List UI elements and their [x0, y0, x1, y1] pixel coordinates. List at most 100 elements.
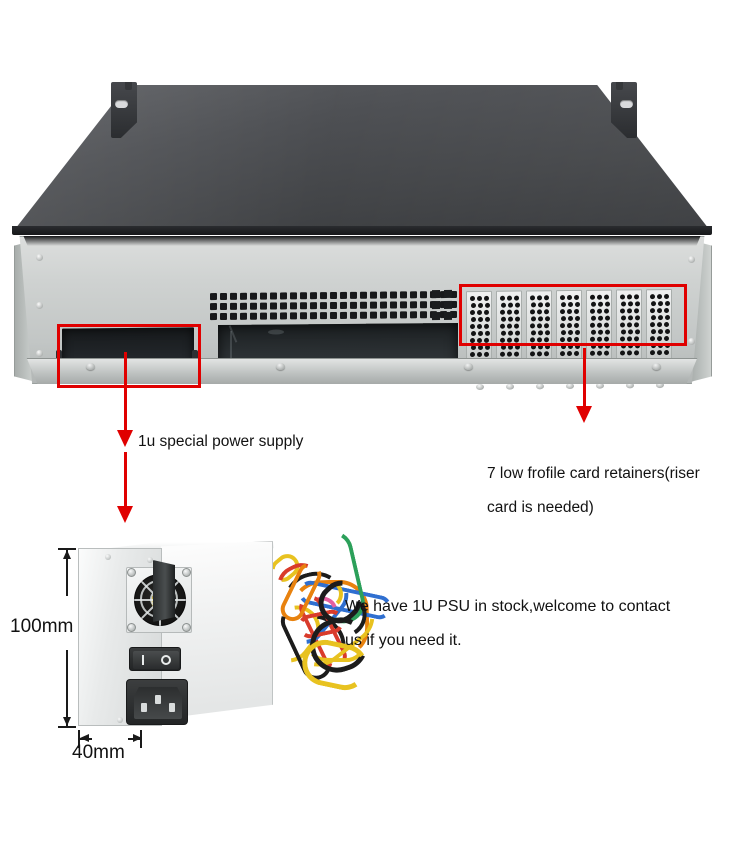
iec-pin	[141, 703, 147, 712]
iec-inlet-recess	[134, 687, 182, 719]
vent-hole	[310, 292, 317, 300]
vent-hole	[250, 312, 257, 320]
height-dim-line-upper	[66, 548, 68, 596]
slot-perforation	[620, 350, 625, 356]
slot-perforation	[597, 350, 602, 356]
vent-hole	[330, 291, 337, 300]
psu-callout-arrow-line	[124, 352, 127, 434]
slot-perforation	[650, 350, 655, 356]
height-dim-arrow-top	[63, 550, 71, 559]
psu-bay-tab-right	[192, 350, 198, 361]
psu-iec-c14-inlet	[126, 679, 188, 725]
psu-callout-arrow-head	[117, 430, 133, 447]
height-dim-cap-bottom	[58, 726, 76, 728]
vent-hole	[330, 311, 337, 320]
description-line-2: us if you need it.	[345, 632, 462, 649]
rail-screw	[652, 363, 661, 370]
vent-hole	[260, 312, 267, 320]
vent-hole	[290, 312, 297, 320]
psu-callout-arrow-line-lower	[124, 452, 127, 510]
height-dim-line-lower	[66, 650, 68, 728]
vent-hole	[390, 311, 397, 319]
vent-hole	[400, 301, 407, 309]
lid-front-lip	[12, 226, 712, 235]
vent-hole	[380, 291, 387, 299]
height-dimension-label: 100mm	[10, 616, 74, 637]
rack-ear-slot	[620, 100, 633, 108]
iec-pin	[155, 695, 161, 704]
slot-perforation	[470, 352, 475, 358]
vent-hole	[280, 292, 287, 300]
slots-annotation-label-line1: 7 low frofile card retainers(riser	[487, 465, 700, 482]
vent-hole	[340, 311, 347, 319]
vent-hole	[270, 292, 277, 300]
psu-fan-screw	[182, 623, 191, 632]
slot-perforation	[537, 351, 542, 357]
rack-ear-right	[611, 82, 637, 138]
vent-hole	[410, 311, 417, 319]
description-line-1: We have 1U PSU in stock,welcome to conta…	[345, 598, 671, 615]
slot-perforation	[590, 350, 595, 356]
vent-hole	[420, 311, 427, 319]
vent-hole	[320, 302, 327, 310]
psu-annotation-label: 1u special power supply	[138, 433, 304, 450]
switch-off-marking-icon	[160, 655, 171, 665]
slot-perforation	[634, 350, 639, 356]
vent-hole	[444, 311, 452, 321]
vent-hole	[444, 289, 452, 299]
vent-hole	[320, 292, 327, 300]
vent-hole	[220, 302, 227, 311]
vent-hole	[280, 312, 287, 320]
vent-hole	[250, 292, 257, 300]
psu-panel-screw	[117, 717, 123, 723]
slot-perforation	[507, 351, 512, 357]
slot-perforation	[484, 351, 489, 357]
psu-front-panel	[78, 548, 192, 726]
slot-perforation	[604, 350, 609, 356]
width-dim-arrow-right	[133, 734, 142, 742]
vent-hole	[240, 292, 247, 300]
vent-hole	[230, 302, 237, 310]
psu-exhaust-vane	[153, 560, 175, 622]
vent-hole	[210, 313, 217, 321]
rack-ear-post	[125, 82, 132, 90]
rocker-switch-face	[133, 651, 179, 669]
psu-panel-screw	[147, 557, 153, 563]
vent-hole	[340, 301, 347, 309]
psu-highlight-box	[57, 324, 201, 388]
vent-hole	[310, 312, 317, 320]
psu-power-rocker-switch[interactable]	[129, 647, 181, 671]
vent-hole	[400, 291, 407, 299]
psu-fan-screw	[182, 568, 191, 577]
slot-retainer-screw	[476, 383, 484, 391]
vent-hole	[230, 312, 237, 320]
ventilation-grille	[210, 290, 460, 321]
slot-retainer-screw	[536, 383, 544, 390]
rail-screw	[86, 363, 95, 370]
vent-hole	[340, 291, 347, 299]
vent-hole	[432, 301, 440, 310]
slots-callout-arrow-head	[576, 406, 592, 423]
panel-screw	[36, 302, 43, 309]
vent-hole	[300, 302, 307, 310]
vent-hole	[300, 292, 307, 300]
psu-callout-arrow-head-lower	[117, 506, 133, 523]
vent-hole	[300, 312, 307, 320]
vent-hole	[220, 312, 227, 321]
slots-callout-arrow-line	[583, 348, 586, 410]
vent-hole	[320, 312, 327, 320]
panel-screw	[36, 254, 43, 261]
rack-ear-slot	[115, 100, 128, 108]
iec-pin	[169, 703, 175, 712]
vent-hole	[420, 301, 427, 309]
vent-hole	[432, 290, 440, 299]
vent-hole	[280, 302, 287, 310]
vent-hole	[432, 312, 440, 321]
vent-hole	[310, 302, 317, 310]
slot-perforation	[500, 351, 505, 357]
rear-panel-shadow	[23, 236, 701, 246]
vent-hole	[390, 291, 397, 299]
vent-hole	[350, 301, 357, 309]
vent-hole	[330, 301, 337, 310]
panel-screw	[688, 338, 695, 345]
